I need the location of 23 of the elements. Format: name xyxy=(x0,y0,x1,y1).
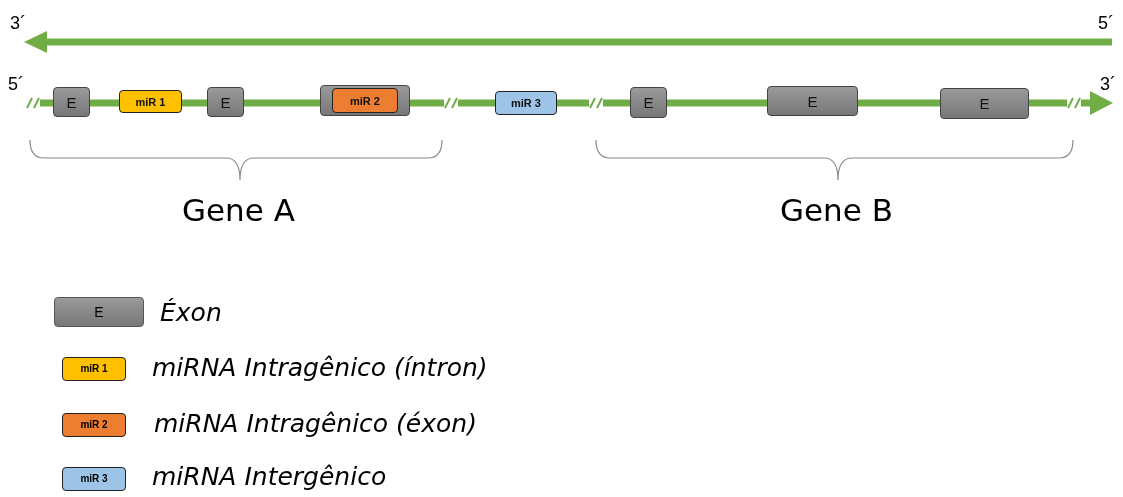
mirna-box: miR 1 xyxy=(119,90,182,113)
gene-label: Gene B xyxy=(780,195,893,226)
exon-box: E xyxy=(940,88,1029,119)
swatch-label: miR 2 xyxy=(79,418,109,432)
strand-end-label: 5´ xyxy=(1098,14,1114,32)
legend-label: miRNA Intragênico (íntron) xyxy=(152,355,488,380)
gene-label: Gene A xyxy=(182,195,295,226)
strand-end-label: 5´ xyxy=(8,75,24,93)
swatch-label: miR 1 xyxy=(79,362,109,376)
strand-end-label: 3´ xyxy=(1100,75,1116,93)
mirna-box: miR 3 xyxy=(495,91,557,115)
legend-label: miRNA Intragênico (éxon) xyxy=(154,411,477,436)
exon-box: E xyxy=(630,87,667,118)
exon-box: E xyxy=(207,87,244,117)
legend-label: Éxon xyxy=(160,300,222,325)
exon-box: E xyxy=(53,87,90,117)
strand-end-label: 3´ xyxy=(10,14,26,32)
mirna-box: miR 2 xyxy=(332,88,398,113)
swatch-label: E xyxy=(93,303,105,322)
exon-box: E xyxy=(767,86,858,116)
exon-box xyxy=(320,85,410,116)
swatch-label: miR 3 xyxy=(79,472,109,486)
legend-label: miRNA Intergênico xyxy=(152,464,387,489)
